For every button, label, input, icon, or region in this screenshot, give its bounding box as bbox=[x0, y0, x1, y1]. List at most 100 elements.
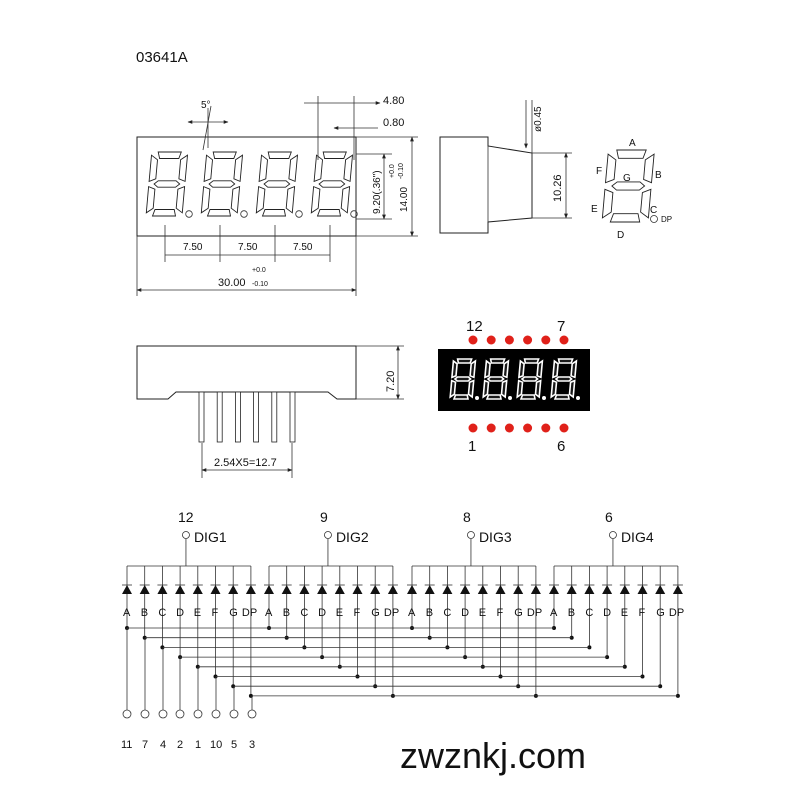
segment-label-3-3: C bbox=[443, 607, 451, 619]
digit-terminal-1 bbox=[182, 531, 190, 539]
pin-pitch-label: 2.54X5=12.7 bbox=[214, 457, 277, 469]
pin-dot-top-2 bbox=[486, 335, 496, 345]
thickness-label: 7.20 bbox=[385, 371, 397, 392]
photo-digit-4-seg-d bbox=[553, 394, 570, 400]
segment-pin-label-8: 3 bbox=[249, 739, 255, 751]
front-digit-2-seg-b bbox=[233, 154, 244, 183]
led-diode-2-4 bbox=[317, 585, 328, 594]
front-digit-group bbox=[145, 151, 358, 218]
pin-dot-bottom-3 bbox=[504, 423, 514, 433]
segment-label-2-8: DP bbox=[384, 607, 399, 619]
pin-dot-bottom-2 bbox=[486, 423, 496, 433]
front-digit-2-seg-c bbox=[230, 185, 241, 214]
width-tol-minus: -0.10 bbox=[252, 281, 268, 288]
led-diode-4-7 bbox=[655, 585, 666, 594]
photo-digit-4-seg-e bbox=[550, 379, 558, 399]
front-digit-1-seg-e bbox=[145, 185, 156, 214]
segment-terminal-6 bbox=[211, 709, 221, 719]
led-diode-2-8 bbox=[387, 585, 398, 594]
pin-dia-label: ø0.45 bbox=[533, 106, 544, 132]
led-diode-1-1 bbox=[122, 585, 132, 594]
segment-label-1-7: G bbox=[229, 607, 238, 619]
legend-b: B bbox=[655, 170, 662, 181]
photo-digit-3-seg-a bbox=[523, 358, 540, 364]
pin-label-12: 12 bbox=[466, 318, 483, 335]
photo-dp-4 bbox=[576, 396, 580, 400]
front-digit-2-seg-g bbox=[208, 180, 236, 188]
legend-digit-seg-c bbox=[640, 188, 652, 219]
digit-name-4: DIG4 bbox=[621, 529, 654, 545]
segment-label-3-6: F bbox=[497, 607, 504, 619]
pin-dot-top-6 bbox=[559, 335, 569, 345]
front-dp-4 bbox=[350, 210, 358, 218]
segment-terminal-7 bbox=[229, 709, 239, 719]
segment-label-3-7: G bbox=[514, 607, 523, 619]
pin-label-6: 6 bbox=[557, 438, 565, 455]
width-tol-plus: +0.0 bbox=[252, 267, 266, 274]
height-tol-plus: +0.0 bbox=[389, 164, 396, 178]
front-digit-4-seg-g bbox=[318, 180, 346, 188]
segment-pin-label-4: 2 bbox=[177, 739, 183, 751]
legend-digit-seg-f bbox=[604, 153, 617, 184]
front-digit-4-seg-a bbox=[322, 151, 347, 159]
segment-label-4-3: C bbox=[585, 607, 593, 619]
segment-label-1-3: C bbox=[158, 607, 166, 619]
legend-digit-seg-g bbox=[611, 181, 646, 191]
height-tol-minus: -0.10 bbox=[398, 163, 405, 179]
photo-digit-2-seg-e bbox=[482, 379, 490, 399]
junction-1-6 bbox=[213, 674, 218, 679]
segment-label-3-5: E bbox=[479, 607, 486, 619]
pin-dot-bottom-1 bbox=[468, 423, 478, 433]
led-diode-4-8 bbox=[672, 585, 683, 594]
front-digit-1-seg-g bbox=[153, 180, 181, 188]
legend-f: F bbox=[596, 166, 602, 177]
bottom-pin-3 bbox=[234, 391, 241, 443]
bottom-pin-2 bbox=[216, 391, 223, 443]
segment-label-2-7: G bbox=[371, 607, 380, 619]
pitch-label-3: 7.50 bbox=[293, 242, 313, 253]
dim-080-label: 0.80 bbox=[383, 117, 404, 129]
photo-digit-4-seg-f bbox=[551, 359, 559, 379]
front-digit-3-seg-a bbox=[267, 151, 292, 159]
pinout-diagram: 12 7 1 6 bbox=[438, 318, 590, 455]
segment-label-4-8: DP bbox=[669, 607, 684, 619]
photo-digit-2-seg-g bbox=[486, 376, 505, 382]
front-digit-3-seg-b bbox=[288, 154, 299, 183]
legend-digit-seg-e bbox=[601, 188, 614, 219]
segment-pin-label-5: 1 bbox=[195, 739, 201, 751]
segment-label-1-5: E bbox=[194, 607, 201, 619]
led-diode-4-6 bbox=[637, 585, 648, 594]
front-digit-3-seg-f bbox=[258, 154, 268, 183]
led-diode-1-3 bbox=[157, 585, 168, 594]
segment-label-1-4: D bbox=[176, 607, 184, 619]
photo-digit-1-seg-a bbox=[456, 358, 473, 364]
segment-terminal-3 bbox=[158, 709, 168, 719]
photo-digit-4-seg-a bbox=[557, 358, 574, 364]
photo-digit-2-seg-d bbox=[485, 394, 502, 400]
led-diode-1-8 bbox=[245, 585, 256, 594]
segment-terminal-5 bbox=[193, 709, 203, 719]
photo-digits bbox=[449, 358, 580, 400]
bottom-body-outline bbox=[136, 345, 357, 400]
side-body-outline bbox=[439, 136, 533, 234]
pin-dot-bottom-5 bbox=[541, 423, 551, 433]
front-digit-3-seg-g bbox=[263, 180, 291, 188]
led-diode-4-2 bbox=[566, 585, 577, 594]
digit-pin-label-2: 9 bbox=[320, 509, 328, 525]
led-diode-4-3 bbox=[584, 585, 595, 594]
led-diode-3-8 bbox=[530, 585, 541, 594]
photo-dp-2 bbox=[508, 396, 512, 400]
segment-pin-label-3: 4 bbox=[160, 739, 166, 751]
pin-dot-bottom-6 bbox=[559, 423, 569, 433]
photo-digit-4-seg-g bbox=[554, 376, 573, 382]
segment-label-2-4: D bbox=[318, 607, 326, 619]
side-height-label: 10.26 bbox=[552, 174, 564, 202]
side-view: ø0.45 10.26 bbox=[439, 100, 572, 234]
photo-digit-3-seg-e bbox=[516, 379, 524, 399]
front-digit-4-seg-e bbox=[310, 185, 321, 214]
led-diode-3-5 bbox=[477, 585, 488, 594]
led-diode-4-1 bbox=[549, 585, 559, 594]
segment-label-3-4: D bbox=[461, 607, 469, 619]
segment-terminal-2 bbox=[140, 709, 150, 719]
